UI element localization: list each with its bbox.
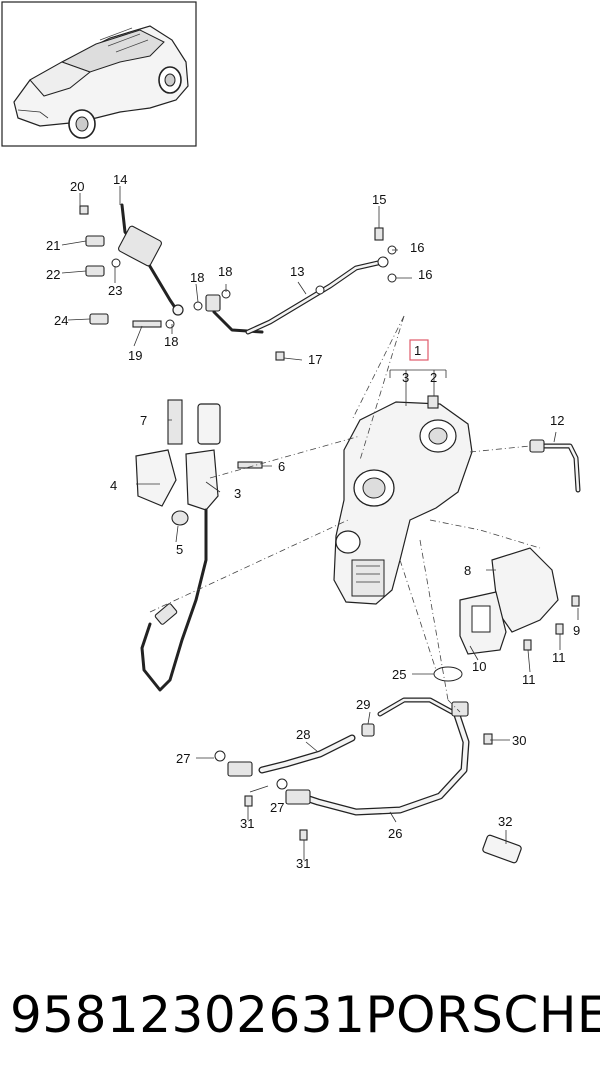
callout-11b: 11 [552, 650, 566, 665]
callout-26: 26 [388, 826, 402, 841]
callout-2: 2 [430, 370, 437, 385]
coolant-hoses [214, 697, 493, 841]
callout-5: 5 [176, 542, 183, 557]
callout-28: 28 [296, 727, 310, 742]
part-number: 95812302631 [10, 986, 366, 1044]
highlight-box [409, 339, 429, 361]
callout-16a: 16 [410, 240, 424, 255]
callout-31b: 31 [296, 856, 310, 871]
callout-18b: 18 [190, 270, 204, 285]
product-footer: 95812302631 PORSCHE [10, 975, 600, 1055]
gasket-25 [433, 666, 463, 682]
leader-lines [61, 186, 579, 860]
callout-32: 32 [498, 814, 512, 829]
callout-7: 7 [140, 413, 147, 428]
callout-3b: 3 [402, 370, 409, 385]
oil-pipe-13 [245, 227, 397, 361]
wiring-harness-group [79, 203, 264, 334]
callout-14: 14 [113, 172, 127, 187]
callout-20: 20 [70, 179, 84, 194]
callout-24: 24 [54, 313, 68, 328]
callout-9: 9 [573, 623, 580, 638]
callout-21: 21 [46, 238, 60, 253]
callout-22: 22 [46, 267, 60, 282]
callout-18c: 18 [218, 264, 232, 279]
callout-30: 30 [512, 733, 526, 748]
callout-15: 15 [372, 192, 386, 207]
callout-labels: 1 3 2 20 14 21 22 23 24 19 18 18 18 13 1… [46, 172, 580, 871]
callout-23: 23 [108, 283, 122, 298]
callout-25: 25 [392, 667, 406, 682]
callout-8: 8 [464, 563, 471, 578]
callout-27b: 27 [270, 800, 284, 815]
callout-13: 13 [290, 264, 304, 279]
callout-31a: 31 [240, 816, 254, 831]
callout-12: 12 [550, 413, 564, 428]
callout-17: 17 [308, 352, 322, 367]
turbocharger-assembly [333, 395, 473, 605]
heat-shield-bracket [459, 547, 580, 655]
turbo-speed-sensor [135, 399, 263, 692]
callout-19: 19 [128, 348, 142, 363]
callout-4: 4 [110, 478, 117, 493]
callout-16b: 16 [418, 267, 432, 282]
callout-3: 3 [234, 486, 241, 501]
brand-name: PORSCHE [365, 986, 600, 1044]
callout-27a: 27 [176, 751, 190, 766]
callout-10: 10 [472, 659, 486, 674]
callout-1: 1 [414, 343, 421, 358]
callout-11a: 11 [522, 672, 536, 687]
vehicle-thumbnail [1, 1, 197, 147]
sealant-tube-32 [482, 834, 522, 864]
callout-29: 29 [356, 697, 370, 712]
temperature-sensor-12 [529, 439, 581, 493]
callout-6: 6 [278, 459, 285, 474]
reference-lines [149, 315, 541, 713]
callout-18a: 18 [164, 334, 178, 349]
